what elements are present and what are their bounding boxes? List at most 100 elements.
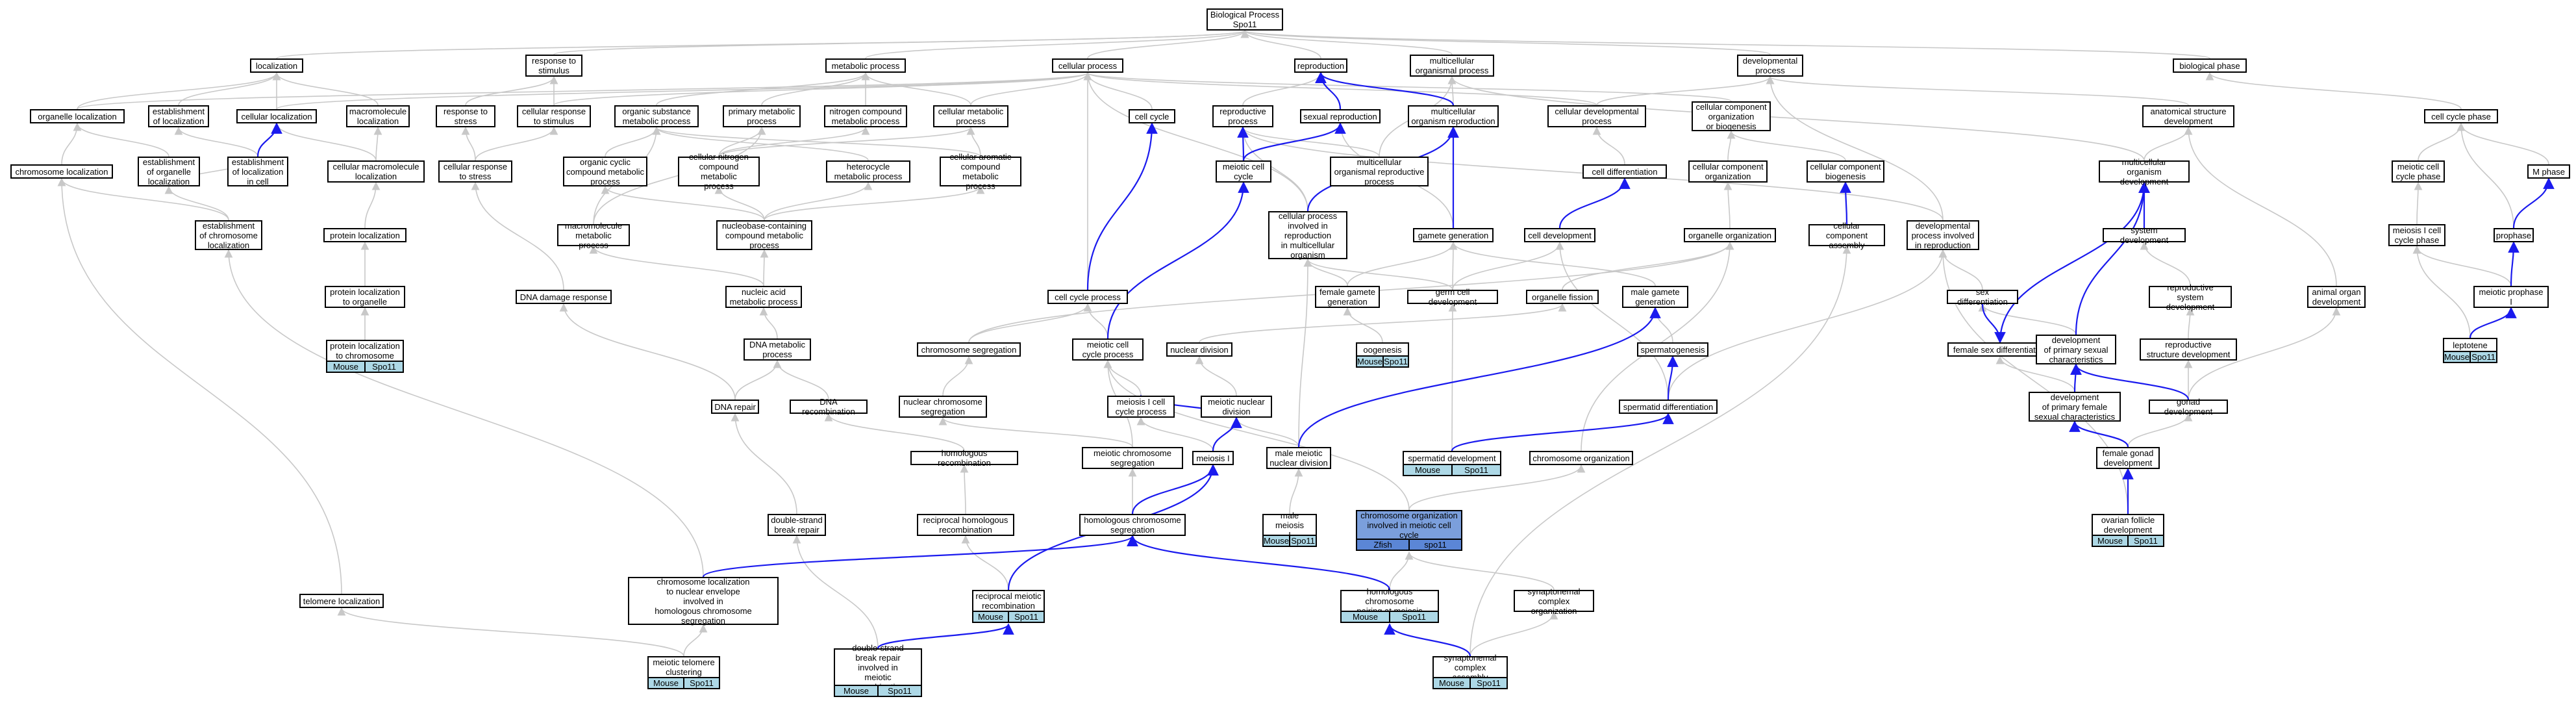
go-term-dna-repair[interactable]: DNA repair: [711, 400, 759, 414]
go-term-dev-prim-sex[interactable]: development of primary sexual characteri…: [2036, 335, 2116, 364]
go-term-meiosis1[interactable]: meiosis I: [1192, 451, 1234, 465]
go-term-male-gamete-gen[interactable]: male gamete generation: [1622, 286, 1688, 308]
go-term-meiosis1-cc-proc[interactable]: meiosis I cell cycle process: [1107, 396, 1175, 418]
go-term-meiotic-prophase[interactable]: meiotic prophase I: [2473, 286, 2549, 308]
go-term-sex-diff[interactable]: sex differentiation: [1947, 287, 2018, 307]
go-term-est-loc-cell[interactable]: establishment of localization in cell: [227, 157, 288, 186]
go-term-fem-gamete-gen[interactable]: female gamete generation: [1315, 286, 1380, 308]
go-term-dsb-repair[interactable]: double-strand break repair: [768, 514, 826, 536]
go-term-meiotic-cc-phase[interactable]: meiotic cell cycle phase: [2392, 160, 2445, 183]
go-term-homol-chrom-seg[interactable]: homologous chromosome segregation: [1079, 514, 1186, 536]
go-term-fem-gonad-dev[interactable]: female gonad development: [2096, 447, 2160, 469]
go-term-cell-proc-repro[interactable]: cellular process involved in reproductio…: [1268, 211, 1347, 260]
go-term-nuc-chrom-seg[interactable]: nuclear chromosome segregation: [899, 396, 987, 418]
go-term-loc[interactable]: localization: [250, 58, 303, 73]
go-term-nuc-div[interactable]: nuclear division: [1166, 342, 1232, 357]
go-term-spermatid-dev[interactable]: spermatid development: [1403, 451, 1501, 465]
go-term-homol-recomb[interactable]: homologous recombination: [910, 448, 1018, 468]
go-term-chrom-org[interactable]: chromosome organization: [1529, 451, 1633, 465]
go-term-chrom-seg[interactable]: chromosome segregation: [917, 342, 1021, 357]
go-term-multi-org-repro[interactable]: multicellular organism reproduction: [1408, 105, 1499, 127]
go-term-prot-loc[interactable]: protein localization: [323, 228, 406, 242]
go-term-cc-org[interactable]: cellular component organization: [1688, 160, 1768, 183]
go-term-repro[interactable]: reproduction: [1294, 58, 1347, 73]
go-term-meiotic-nuc-div[interactable]: meiotic nuclear division: [1201, 396, 1272, 418]
go-term-repro-struct-dev[interactable]: reproductive structure development: [2140, 338, 2237, 361]
go-term-est-chrom-loc[interactable]: establishment of chromosome localization: [195, 220, 262, 250]
go-term-prot-loc-chrom[interactable]: protein localization to chromosome: [326, 340, 404, 362]
go-term-nucleic-metab[interactable]: nucleic acid metabolic process: [725, 286, 802, 308]
go-term-meiosis1-cc-phase[interactable]: meiosis I cell cycle phase: [2388, 224, 2445, 246]
go-term-est-org-loc[interactable]: establishment of organelle localization: [138, 157, 200, 186]
go-term-m-phase[interactable]: M phase: [2527, 164, 2570, 179]
go-term-cell-macro-loc[interactable]: cellular macromolecule localization: [327, 160, 425, 183]
go-term-org-org[interactable]: organelle organization: [1684, 228, 1776, 242]
go-term-cc-org-bio[interactable]: cellular component organization or bioge…: [1692, 101, 1771, 131]
go-term-animal-organ-dev[interactable]: animal organ development: [2307, 286, 2366, 308]
go-term-cell-loc[interactable]: cellular localization: [236, 109, 317, 123]
go-term-cell-diff[interactable]: cell differentiation: [1582, 164, 1667, 179]
go-term-chrom-loc-nuc[interactable]: chromosome localization to nuclear envel…: [628, 577, 779, 626]
go-term-cc-assembly[interactable]: cellular component assembly: [1808, 221, 1885, 250]
go-term-dna-recomb[interactable]: DNA recombination: [790, 397, 868, 416]
go-term-spermatogenesis[interactable]: spermatogenesis: [1637, 342, 1708, 357]
go-term-male-meiotic-nuc-div[interactable]: male meiotic nuclear division: [1266, 447, 1331, 469]
go-term-meiotic-chrom-seg[interactable]: meiotic chromosome segregation: [1082, 447, 1183, 469]
go-term-meiotic-cc[interactable]: meiotic cell cycle: [1216, 160, 1271, 183]
go-term-chrom-loc[interactable]: chromosome localization: [10, 164, 113, 179]
go-term-multi-org-repro-proc[interactable]: multicellular organismal reproductive pr…: [1330, 157, 1429, 186]
go-term-cell-nitro-metab[interactable]: cellular nitrogen compound metabolic pro…: [678, 152, 760, 191]
go-term-cell-arom-metab[interactable]: cellular aromatic compound metabolic pro…: [940, 152, 1021, 191]
go-term-cell-metab[interactable]: cellular metabolic process: [933, 105, 1008, 127]
go-term-prim-metab[interactable]: primary metabolic process: [723, 105, 801, 127]
go-term-cell-proc[interactable]: cellular process: [1052, 58, 1123, 73]
go-term-oogenesis[interactable]: oogenesis: [1356, 342, 1409, 357]
go-term-ovarian-follicle[interactable]: ovarian follicle development: [2092, 514, 2164, 536]
go-term-prot-loc-org[interactable]: protein localization to organelle: [325, 286, 405, 308]
go-term-nitro-metab[interactable]: nitrogen compound metabolic process: [824, 105, 907, 127]
go-term-gonad-dev[interactable]: gonad development: [2149, 397, 2228, 416]
go-term-male-meiosis1[interactable]: male meiosis I: [1262, 511, 1317, 540]
go-term-homol-chrom-pairing[interactable]: homologous chromosome pairing at meiosis: [1340, 587, 1439, 616]
go-term-dna-damage[interactable]: DNA damage response: [516, 290, 612, 304]
go-term-bio-phase[interactable]: biological phase: [2173, 58, 2247, 73]
go-term-cc-phase[interactable]: cell cycle phase: [2424, 109, 2498, 123]
go-term-cc-bio[interactable]: cellular component biogenesis: [1807, 160, 1884, 183]
go-term-dev-proc[interactable]: developmental process: [1737, 55, 1803, 77]
go-term-multi-org-dev[interactable]: multicellular organism development: [2099, 157, 2190, 186]
go-term-nucleobase-metab[interactable]: nucleobase-containing compound metabolic…: [716, 220, 812, 250]
go-term-macro-loc[interactable]: macromolecule localization: [346, 105, 410, 127]
go-term-prophase[interactable]: prophase: [2494, 228, 2534, 242]
go-term-org-cyc-metab[interactable]: organic cyclic compound metabolic proces…: [563, 157, 647, 186]
go-term-repro-proc[interactable]: reproductive process: [1212, 105, 1273, 127]
go-term-resp-stim[interactable]: response to stimulus: [525, 55, 582, 77]
go-term-spermatid-diff[interactable]: spermatid differentiation: [1619, 400, 1718, 414]
go-term-cell-resp-stim[interactable]: cellular response to stimulus: [517, 105, 591, 127]
go-term-sex-repro[interactable]: sexual reproduction: [1300, 109, 1381, 123]
go-term-dsb-repair-meiotic[interactable]: double-strand break repair involved in m…: [834, 643, 922, 692]
go-term-cell-dev[interactable]: cell development: [1524, 228, 1595, 242]
go-term-anat-dev[interactable]: anatomical structure development: [2142, 105, 2234, 127]
go-term-repro-sys-dev[interactable]: reproductive system development: [2149, 283, 2232, 312]
go-term-meiotic-cc-proc[interactable]: meiotic cell cycle process: [1072, 338, 1144, 361]
go-term-cell-resp-stress[interactable]: cellular response to stress: [438, 160, 512, 183]
go-term-metab[interactable]: metabolic process: [825, 58, 906, 73]
go-term-cell-cycle[interactable]: cell cycle: [1129, 109, 1175, 123]
go-term-chrom-org-meiotic[interactable]: chromosome organization involved in meio…: [1356, 510, 1462, 540]
go-term-sys-dev[interactable]: system development: [2103, 225, 2186, 245]
go-term-gamete-gen[interactable]: gamete generation: [1413, 228, 1494, 242]
go-term-meiotic-telomere[interactable]: meiotic telomere clustering: [647, 656, 720, 678]
go-term-cell-dev-proc[interactable]: cellular developmental process: [1547, 105, 1646, 127]
go-term-dev-prim-fem[interactable]: development of primary female sexual cha…: [2029, 392, 2121, 422]
